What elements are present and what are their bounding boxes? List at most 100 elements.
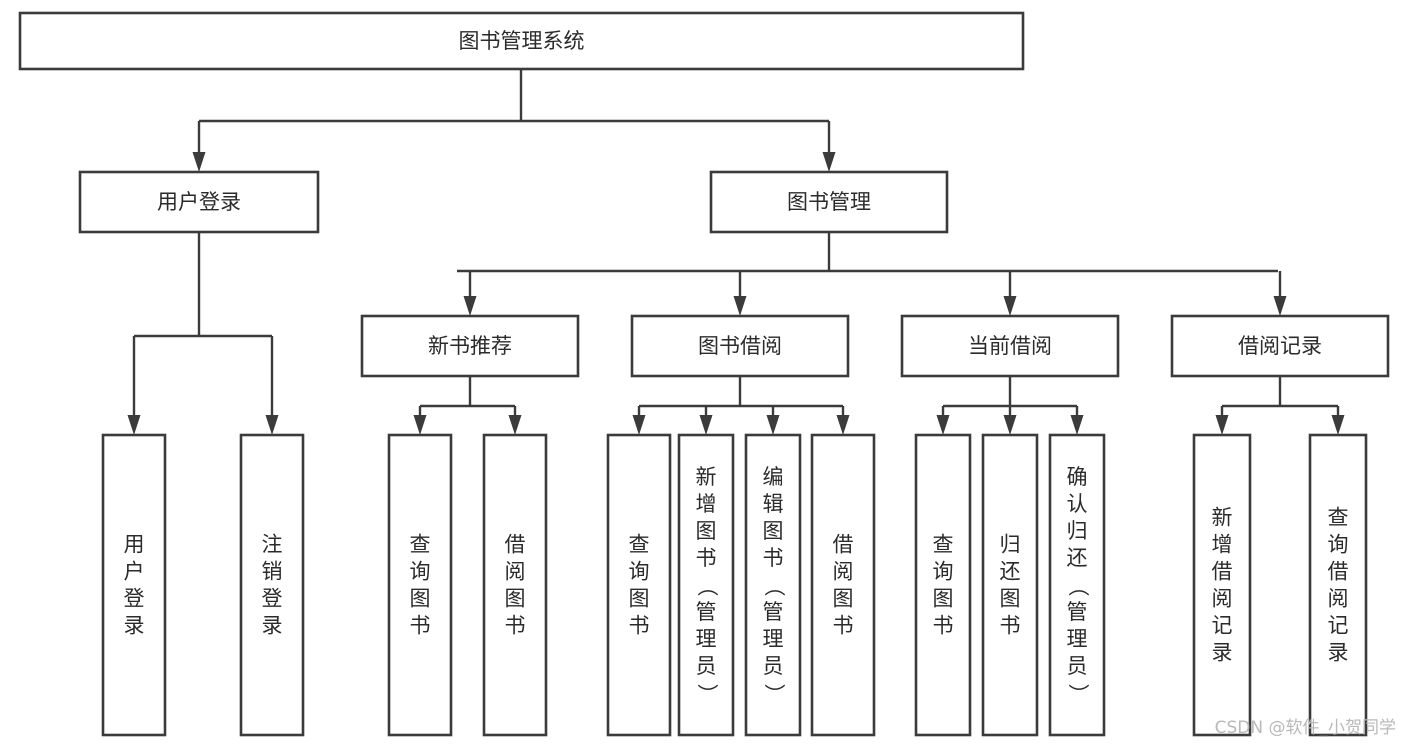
arrow-head-icon (699, 415, 713, 435)
arrow-head-icon (1070, 415, 1084, 435)
node-label-user-login: 用户登录 (157, 190, 241, 214)
node-box-leaf-query-book-3[interactable] (914, 433, 972, 737)
node-box-leaf-query-record[interactable] (1308, 433, 1368, 737)
node-box-leaf-add-record[interactable] (1192, 433, 1252, 737)
node-label-char: ） (762, 684, 786, 705)
arrow-head-icon (1215, 415, 1229, 435)
node-label-char: 员 (696, 654, 717, 678)
node-label-char: 阅 (1328, 587, 1349, 611)
node-box-leaf-borrow-book-2[interactable] (810, 433, 876, 737)
node-label-char: 员 (1067, 654, 1088, 678)
node-label-char: 图 (833, 587, 854, 611)
node-label-char: 录 (1212, 641, 1233, 665)
node-leaf-user-login[interactable]: 用户登录 (101, 433, 167, 737)
node-box-book-management[interactable] (709, 170, 949, 234)
csdn-watermark: CSDN @软件_小贺同学 (1215, 718, 1396, 738)
node-label-char: 查 (629, 533, 650, 557)
node-current-borrow[interactable]: 当前借阅 (900, 314, 1120, 378)
node-box-borrow-records[interactable] (1170, 314, 1390, 378)
node-label-char: 询 (629, 560, 650, 584)
node-box-book-borrow[interactable] (630, 314, 850, 378)
connector-arrow-leaf-add-book (699, 406, 713, 435)
connector-arrow-borrow-records (1273, 271, 1287, 316)
connector-bus-current-borrow (943, 376, 1077, 408)
node-label-char: 增 (696, 492, 717, 516)
node-label-char: 阅 (505, 560, 526, 584)
node-label-char: 登 (262, 587, 283, 611)
node-label-leaf-user-login: 用户登录 (124, 533, 145, 638)
node-new-book-recommend[interactable]: 新书推荐 (360, 314, 580, 378)
node-label-char: 注 (262, 533, 283, 557)
node-label-char: 还 (1067, 546, 1088, 570)
node-user-login[interactable]: 用户登录 (78, 170, 320, 234)
node-label-char: 录 (124, 614, 145, 638)
connector-arrow-leaf-query-book-1 (413, 406, 427, 435)
node-box-new-book-recommend[interactable] (360, 314, 580, 378)
connector-arrow-leaf-add-record (1215, 406, 1229, 435)
node-root[interactable]: 图书管理系统 (18, 11, 1025, 71)
node-label-char: 书 (833, 614, 854, 638)
node-box-leaf-add-book[interactable] (677, 433, 735, 737)
arrow-head-icon (192, 152, 206, 172)
node-label-book-management: 图书管理 (787, 190, 871, 214)
node-label-char: 理 (763, 627, 784, 651)
connector-arrow-book-borrow (733, 271, 747, 316)
node-label-char: 理 (696, 627, 717, 651)
node-book-management[interactable]: 图书管理 (709, 170, 949, 234)
node-label-char: 销 (262, 560, 283, 584)
node-box-leaf-logout[interactable] (239, 433, 305, 737)
node-label-char: 录 (262, 614, 283, 638)
node-label-char: 图 (505, 587, 526, 611)
node-box-leaf-user-login[interactable] (101, 433, 167, 737)
node-label-char: 录 (1328, 641, 1349, 665)
arrow-head-icon (1003, 415, 1017, 435)
arrow-head-icon (936, 415, 950, 435)
node-label-book-borrow: 图书借阅 (698, 334, 782, 358)
node-box-leaf-edit-book[interactable] (744, 433, 802, 737)
node-box-leaf-borrow-book-1[interactable] (482, 433, 548, 737)
node-label-char: 管 (696, 600, 717, 624)
node-box-user-login[interactable] (78, 170, 320, 234)
node-book-borrow[interactable]: 图书借阅 (630, 314, 850, 378)
node-box-current-borrow[interactable] (900, 314, 1120, 378)
node-box-leaf-query-book-1[interactable] (387, 433, 453, 737)
connector-arrow-leaf-query-record (1331, 406, 1345, 435)
node-label-char: 辑 (763, 492, 784, 516)
node-label-char: 借 (505, 533, 526, 557)
node-label-char: 书 (696, 546, 717, 570)
node-box-root[interactable] (18, 11, 1025, 71)
node-box-leaf-return-book[interactable] (981, 433, 1039, 737)
connector-bus-new-book-recommend (420, 376, 515, 408)
node-label-char: 图 (933, 587, 954, 611)
node-label-char: 查 (1328, 506, 1349, 530)
connector-arrow-leaf-query-book-2 (632, 406, 646, 435)
node-box-leaf-confirm-return[interactable] (1048, 433, 1106, 737)
node-label-char: 新 (1212, 506, 1233, 530)
node-label-char: 书 (1000, 614, 1021, 638)
node-label-char: 编 (763, 465, 784, 489)
node-borrow-records[interactable]: 借阅记录 (1170, 314, 1390, 378)
node-label-char: 确 (1067, 465, 1088, 489)
connector-arrow-leaf-query-book-3 (936, 406, 950, 435)
node-label-char: 图 (410, 587, 431, 611)
arrow-head-icon (413, 415, 427, 435)
arrow-head-icon (1003, 296, 1017, 316)
node-box-leaf-query-book-2[interactable] (606, 433, 672, 737)
